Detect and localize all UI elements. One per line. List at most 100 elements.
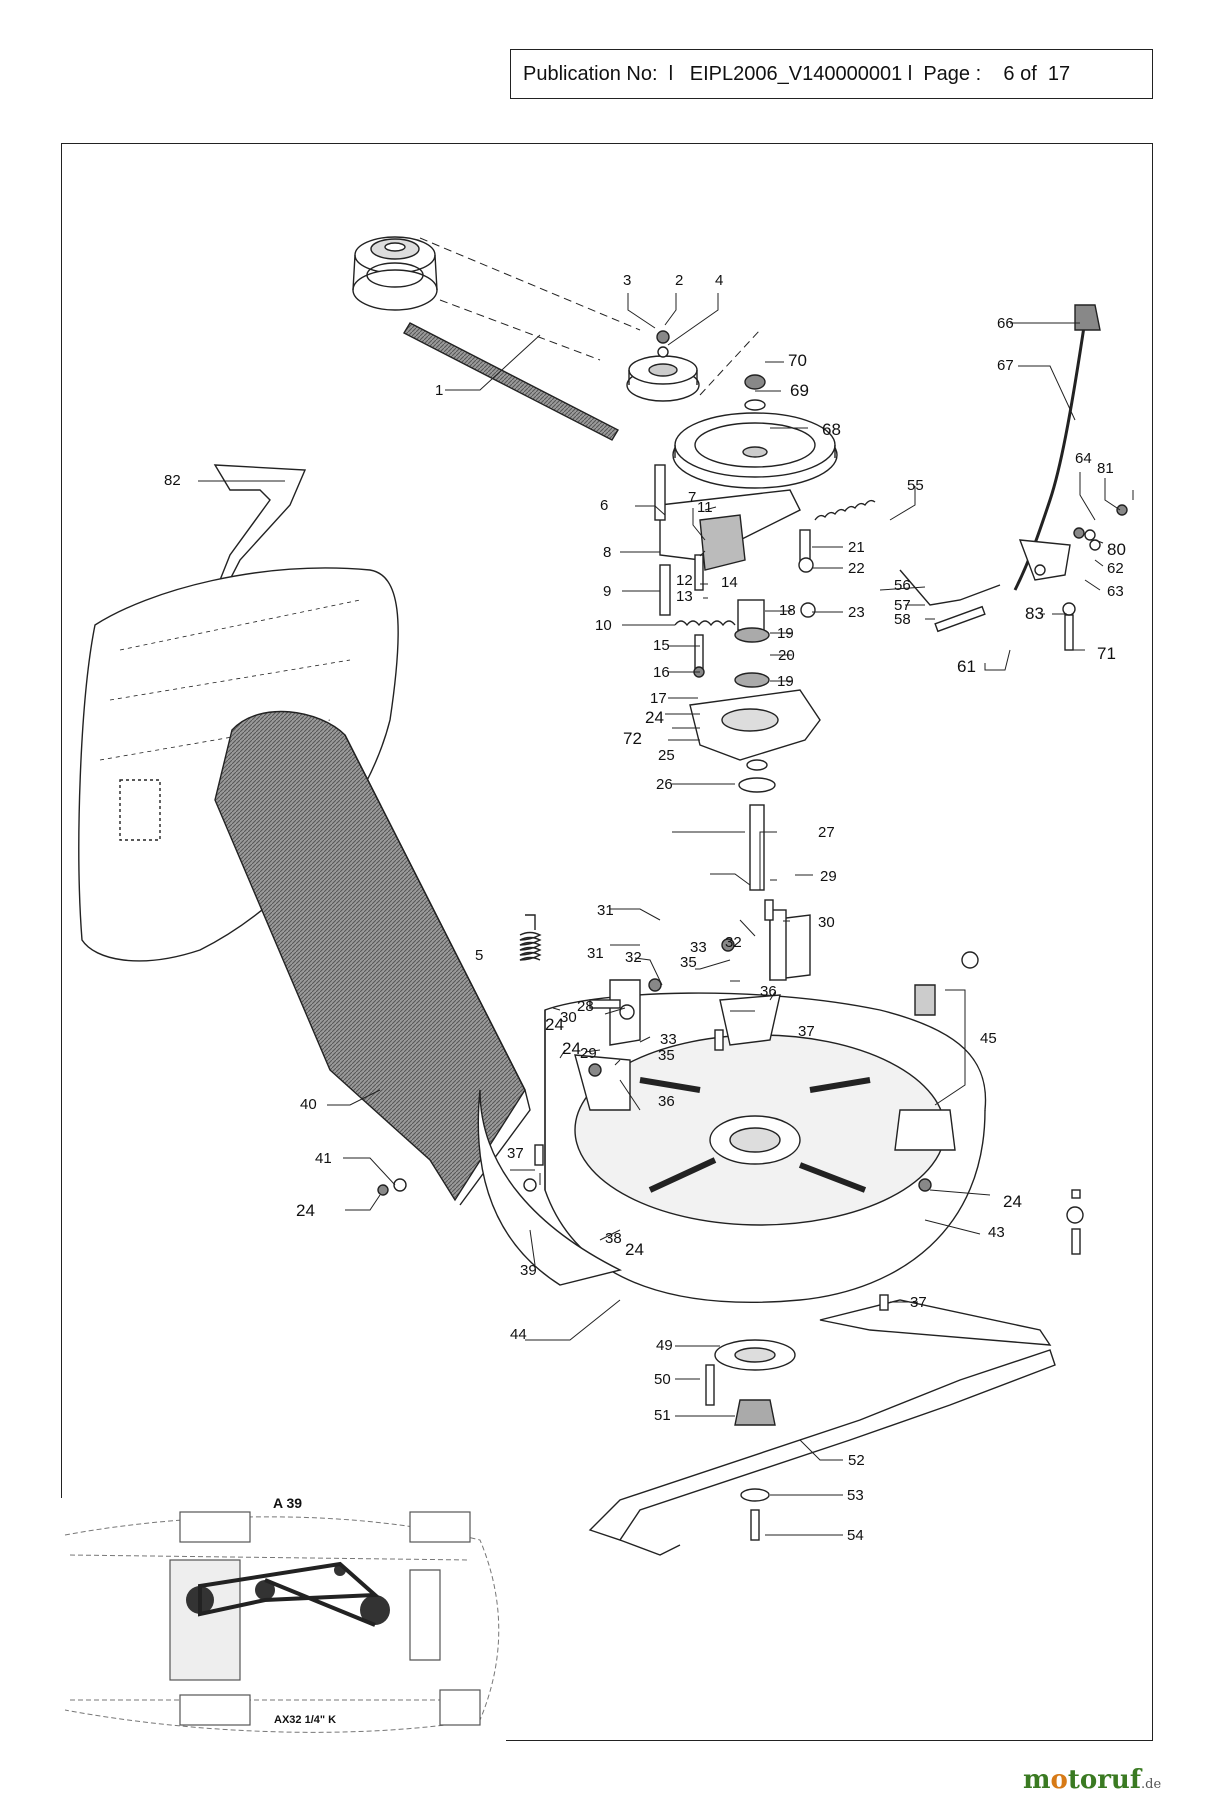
part-label: 16 [653, 664, 670, 681]
part-label: 19 [777, 673, 794, 690]
part-label: 83 [1025, 604, 1044, 623]
part-label: 13 [676, 588, 693, 605]
part-label: 18 [779, 602, 796, 619]
part-label: 20 [778, 647, 795, 664]
part-label: 24 [562, 1039, 581, 1058]
part-label: 30 [560, 1009, 577, 1026]
part-label: 1 [435, 382, 443, 399]
part-label: 50 [654, 1371, 671, 1388]
part-label: 3 [623, 272, 631, 289]
idler-bracket [654, 464, 801, 571]
inset-overview [61, 1498, 506, 1741]
part-label: 23 [848, 604, 865, 621]
part-label: 31 [587, 945, 604, 962]
part-label: 80 [1107, 540, 1126, 559]
part-label: 56 [894, 577, 911, 594]
part-label: 44 [510, 1326, 527, 1343]
part-label: 40 [300, 1096, 317, 1113]
part-label: 27 [818, 824, 835, 841]
part-label: 64 [1075, 450, 1092, 467]
part-label: 11 [697, 499, 713, 516]
part-label: 68 [822, 420, 841, 439]
part-label: 38 [605, 1230, 622, 1247]
part-label: 30 [818, 914, 835, 931]
part-label: 32 [725, 934, 742, 951]
part-label: 51 [654, 1407, 671, 1424]
part-label: 29 [580, 1045, 597, 1062]
part-label: 7 [688, 489, 696, 506]
part-label: 14 [721, 574, 738, 591]
part-label: 57 [894, 597, 911, 614]
part-label: 33 [690, 939, 707, 956]
part-label: 24 [645, 708, 664, 727]
mower-deck [477, 992, 987, 1303]
part-label: 12 [676, 572, 693, 589]
part-label: 24 [1003, 1192, 1022, 1211]
main-pulley [672, 374, 838, 489]
part-label: 22 [848, 560, 865, 577]
drive-belt [403, 322, 619, 441]
part-label: 25 [658, 747, 675, 764]
part-label: 72 [623, 729, 642, 748]
part-label: 29 [820, 868, 837, 885]
part-label: 62 [1107, 560, 1124, 577]
leader-lines [198, 293, 1134, 1536]
publication-number: EIPL2006_V140000001 [689, 62, 903, 85]
part-label: 24 [296, 1201, 315, 1220]
part-label: 41 [315, 1150, 332, 1167]
part-label: 4 [715, 272, 723, 289]
part-label: 15 [653, 637, 670, 654]
part-label: 67 [997, 357, 1014, 374]
part-label: 49 [656, 1337, 673, 1354]
part-label: 24 [545, 1015, 564, 1034]
part-label: 54 [847, 1527, 864, 1544]
part-label: 2 [675, 272, 683, 289]
part-label: 6 [600, 497, 608, 514]
part-label: 55 [907, 477, 924, 494]
diagram-frame [61, 143, 1153, 1741]
part-label: 53 [847, 1487, 864, 1504]
part-label: 35 [658, 1047, 675, 1064]
separator: l [668, 62, 674, 85]
tension-spring [674, 499, 876, 627]
part-label: 28 [577, 998, 594, 1015]
part-label: 19 [777, 625, 794, 642]
part-label: 43 [988, 1224, 1005, 1241]
gauge-wheel [894, 984, 956, 1151]
part-label: 5 [475, 947, 483, 964]
part-label: 37 [910, 1294, 927, 1311]
deck-spring [519, 914, 542, 961]
part-label: 52 [848, 1452, 865, 1469]
part-label: 35 [680, 954, 697, 971]
engine-pulley [352, 236, 438, 311]
part-label: 36 [658, 1093, 675, 1110]
part-label: 24 [625, 1240, 644, 1259]
publication-label: Publication No: [523, 62, 658, 85]
watermark-logo: motoruf.de [1023, 1765, 1162, 1795]
part-label: 32 [625, 949, 642, 966]
part-label: 63 [1107, 583, 1124, 600]
part-label: 61 [957, 657, 976, 676]
page-value: 6 of 17 [1003, 62, 1071, 85]
part-label: 37 [798, 1023, 815, 1040]
inset-title: A 39 [273, 1495, 303, 1511]
part-label: 66 [997, 315, 1014, 332]
part-label: 81 [1097, 460, 1114, 477]
part-label: 8 [603, 544, 611, 561]
part-label: 37 [507, 1145, 524, 1162]
spindle-housing [689, 599, 821, 891]
publication-header: Publication No: l EIPL2006_V140000001 l … [510, 49, 1153, 99]
separator: l [907, 62, 913, 85]
part-label: 69 [790, 381, 809, 400]
inset-code: AX32 1/4" K [274, 1714, 337, 1726]
idler-pulley [626, 330, 700, 402]
part-label: 26 [656, 776, 673, 793]
part-label: 33 [660, 1031, 677, 1048]
part-label: 71 [1097, 644, 1116, 663]
part-label: 17 [650, 690, 667, 707]
part-label: 70 [788, 351, 807, 370]
part-label: 45 [980, 1030, 997, 1047]
page-label: Page : [923, 62, 982, 85]
